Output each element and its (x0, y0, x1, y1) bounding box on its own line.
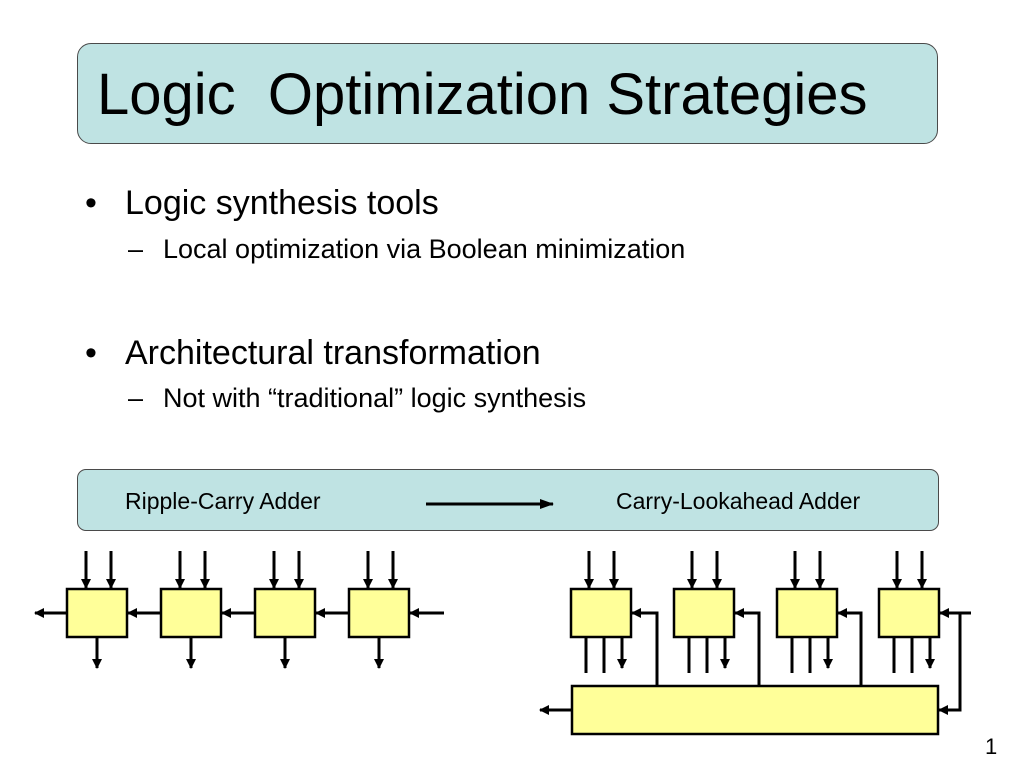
bullet-marker: • (85, 334, 97, 372)
rca-block-1 (65, 587, 129, 639)
rca-block-4 (347, 587, 411, 639)
page-number: 1 (985, 734, 998, 759)
cla-block-4 (877, 587, 941, 639)
sub-bullet-marker: – (128, 234, 144, 264)
sub-bullet-text: Local optimization via Boolean minimizat… (163, 234, 686, 264)
sub-bullet-traditional-synthesis: –Not with “traditional” logic synthesis (128, 382, 586, 414)
cla-block-2 (672, 587, 736, 639)
ripple-carry-adder (34, 551, 444, 669)
carry-lookahead-label: Carry-Lookahead Adder (616, 488, 861, 514)
sub-bullet-marker: – (128, 383, 144, 413)
cla-block-3 (775, 587, 839, 639)
bullet-logic-synthesis: • Logic synthesis tools (85, 183, 439, 223)
adder-banner (77, 469, 939, 531)
bullet-architectural-transformation: • Architectural transformation (85, 333, 541, 373)
title-box (77, 43, 938, 144)
sub-bullet-local-optimization: –Local optimization via Boolean minimiza… (128, 233, 685, 265)
rca-block-3 (253, 587, 317, 639)
bullet-marker: • (85, 184, 97, 222)
carry-lookahead-unit (570, 684, 940, 736)
carry-lookahead-adder (539, 551, 971, 736)
bullet-text: Logic synthesis tools (125, 184, 439, 222)
cla-block-1 (569, 587, 633, 639)
sub-bullet-text: Not with “traditional” logic synthesis (163, 383, 587, 413)
ripple-carry-label: Ripple-Carry Adder (125, 488, 321, 514)
slide-title: Logic Optimization Strategies (97, 62, 868, 127)
rca-block-2 (159, 587, 223, 639)
bullet-text: Architectural transformation (125, 334, 541, 372)
